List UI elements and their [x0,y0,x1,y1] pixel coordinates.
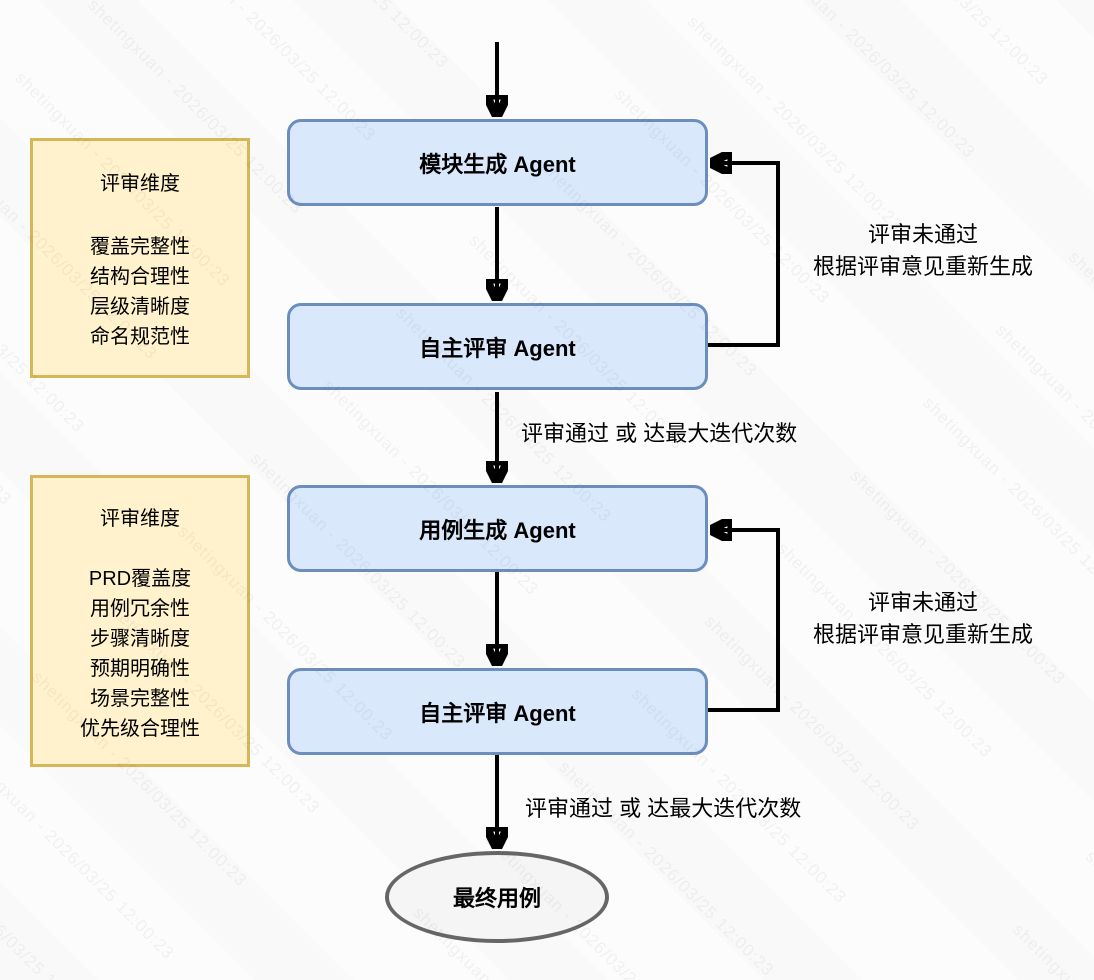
panel-item: 覆盖完整性 [90,236,190,258]
panel-item: PRD覆盖度 [88,568,192,590]
loop-review2-to-case-gen [708,530,780,712]
loop-review1-to-module-gen [708,163,780,347]
node-label: 用例生成 Agent [419,517,576,543]
node-label: 自主评审 Agent [419,335,576,361]
node-module-generation-agent: 模块生成 Agent [287,119,708,206]
panel-item-list: PRD覆盖度 用例冗余性 步骤清晰度 预期明确性 场景完整性 优先级合理性 [33,564,247,744]
panel-item: 优先级合理性 [80,718,200,740]
edge-label-review-passed-1: 评审通过 或 达最大迭代次数 [521,421,798,446]
node-self-review-agent-1: 自主评审 Agent [287,303,708,390]
panel-item: 命名规范性 [90,326,190,348]
edge-label-review-passed-2: 评审通过 或 达最大迭代次数 [525,796,802,821]
panel-item: 步骤清晰度 [90,628,190,650]
node-self-review-agent-2: 自主评审 Agent [287,668,708,755]
node-case-generation-agent: 用例生成 Agent [287,485,708,572]
node-label: 自主评审 Agent [419,700,576,726]
panel-review-dimensions-1: 评审维度 覆盖完整性 结构合理性 层级清晰度 命名规范性 [30,138,250,378]
node-final-cases-terminal: 最终用例 [385,851,609,943]
panel-title: 评审维度 [100,508,180,530]
panel-item: 预期明确性 [90,658,190,680]
panel-item: 结构合理性 [90,266,190,288]
loop-label-line2: 根据评审意见重新生成 [812,622,1033,647]
panel-review-dimensions-2: 评审维度 PRD覆盖度 用例冗余性 步骤清晰度 预期明确性 场景完整性 优先级合… [30,475,250,767]
loop-label-line1: 评审未通过 [867,590,978,615]
loop-label-review-failed-2: 评审未通过 根据评审意见重新生成 [773,587,1073,651]
loop-label-line1: 评审未通过 [867,222,978,247]
node-label: 模块生成 Agent [419,151,576,177]
loop-label-line2: 根据评审意见重新生成 [812,254,1033,279]
panel-item: 层级清晰度 [90,296,190,318]
panel-item: 场景完整性 [90,688,190,710]
loop-label-review-failed-1: 评审未通过 根据评审意见重新生成 [773,219,1073,283]
panel-item: 用例冗余性 [90,598,190,620]
panel-title: 评审维度 [100,173,180,195]
panel-item-list: 覆盖完整性 结构合理性 层级清晰度 命名规范性 [33,232,247,352]
terminal-label: 最终用例 [452,886,541,911]
